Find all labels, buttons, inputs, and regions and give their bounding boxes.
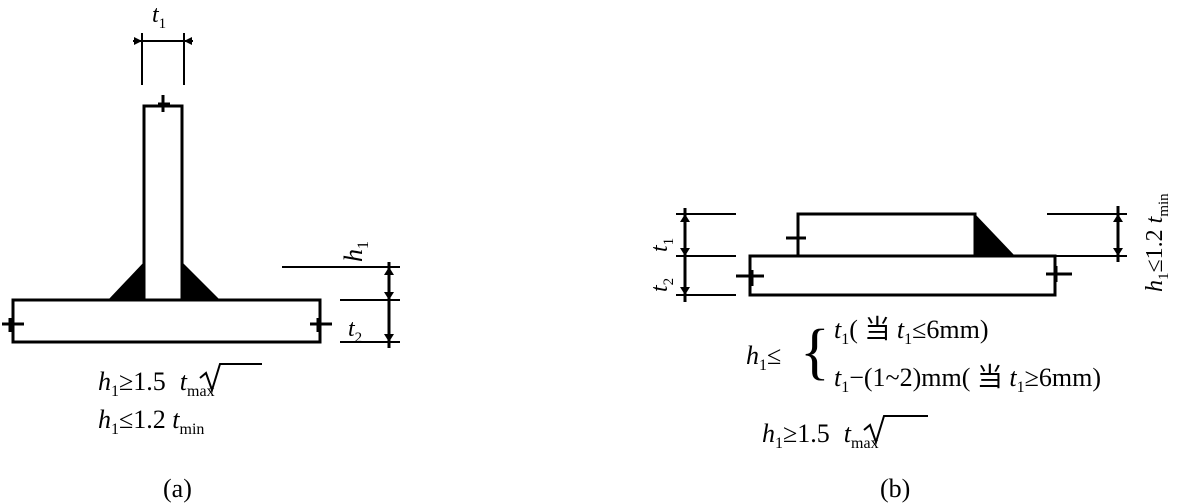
brace-lhs-b: h1≤ xyxy=(746,341,781,374)
base-plate-a xyxy=(11,298,322,344)
t1-arrow-left-a xyxy=(134,37,142,45)
t2-arrow-bottom-a xyxy=(384,334,394,342)
case-1-b: t1( 当 t1≤6mm) xyxy=(834,315,989,348)
h1-arrow-top-b xyxy=(1113,214,1123,222)
panel-b: t1 t2 h1≤1.2 tmin h1≤ { t1( 当 t1≤6mm) t1… xyxy=(647,193,1172,503)
plate-break-left-a xyxy=(2,318,24,332)
label-h1-a: h1 xyxy=(339,241,372,262)
caption-a: (a) xyxy=(163,474,192,503)
bottom-plate-break-left-b xyxy=(736,270,764,286)
t1-arrow-top-b xyxy=(680,214,690,222)
t2-arrow-bottom-b xyxy=(680,287,690,295)
t1-arrow-mid-b xyxy=(680,248,690,256)
h1-arrow-a xyxy=(384,267,394,275)
sqrt-sign-a xyxy=(199,363,262,394)
label-h1-right-b: h1≤1.2 tmin xyxy=(1142,193,1172,292)
bottom-plate-b xyxy=(748,254,1057,297)
fillet-weld-right-a xyxy=(182,262,220,300)
top-plate-break-b xyxy=(786,230,806,246)
brace-b: { xyxy=(800,318,830,386)
label-t1-b: t1 xyxy=(647,238,677,252)
web-plate-a xyxy=(142,104,184,302)
t1-arrow-right-a xyxy=(184,37,192,45)
case-2-b: t1−(1~2)mm( 当 t1≥6mm) xyxy=(834,363,1101,396)
formula-a-2: h1≤1.2 tmin xyxy=(98,405,204,438)
h1-arrow-bottom-b xyxy=(1113,248,1123,256)
label-t1-a: t1 xyxy=(152,2,166,32)
fillet-weld-b xyxy=(975,214,1015,256)
plate-break-right-a xyxy=(310,318,332,332)
label-t2-b: t2 xyxy=(647,278,677,292)
caption-b: (b) xyxy=(880,474,910,503)
bottom-plate-break-right-b xyxy=(1046,266,1072,282)
web-break-a xyxy=(158,95,170,112)
label-t2-a: t2 xyxy=(348,316,362,346)
sqrt-sign-b xyxy=(863,415,928,446)
t1-dim-a xyxy=(133,33,193,85)
fillet-weld-left-a xyxy=(108,262,144,300)
t2-arrow-mid-a xyxy=(384,292,394,300)
top-plate-b xyxy=(796,212,977,258)
